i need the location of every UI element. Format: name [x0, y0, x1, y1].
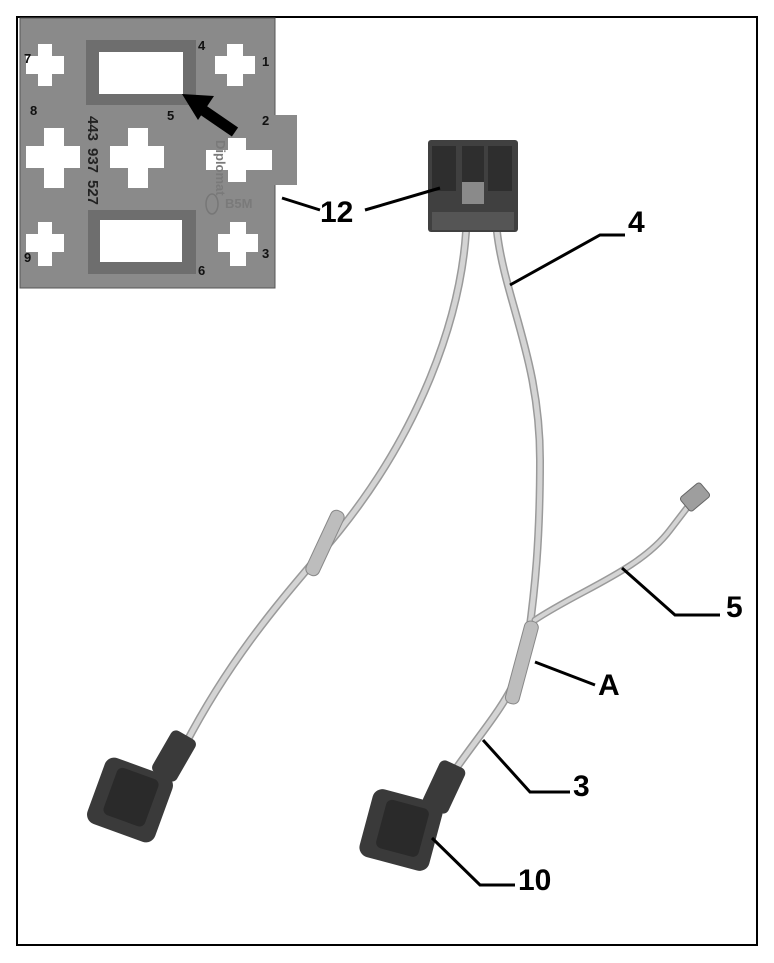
svg-text:937: 937 [84, 148, 101, 173]
part-number: 443 937 527 [84, 116, 101, 205]
terminal-plug [679, 482, 711, 512]
svg-text:527: 527 [84, 180, 101, 205]
lower-slot [100, 220, 182, 262]
plate-code: B5M [225, 196, 252, 211]
leader-4 [509, 233, 625, 287]
callout-3: 3 [573, 770, 590, 803]
leader-10 [430, 836, 515, 887]
pin-label-9: 9 [24, 250, 31, 265]
leader-12-connector [364, 186, 441, 212]
pin-label-2: 2 [262, 113, 269, 128]
pin-label-8: 8 [30, 103, 37, 118]
callout-a: A [598, 669, 620, 702]
pin-label-3: 3 [262, 246, 269, 261]
socket-2 [206, 138, 272, 182]
svg-text:443: 443 [84, 116, 101, 141]
pin-label-7: 7 [24, 51, 31, 66]
brand-logo-icon [205, 193, 219, 215]
leader-3 [481, 738, 570, 794]
wire-5 [531, 496, 697, 624]
pin-label-6: 6 [198, 263, 205, 278]
callout-10: 10 [518, 864, 551, 897]
leader-12-inset [281, 196, 321, 212]
splice-left [305, 509, 345, 577]
socket-9 [26, 222, 64, 266]
round-connector-left [87, 730, 196, 843]
relay-plate-inset: 1 2 3 4 5 6 7 8 9 443 937 527 Diplomat B… [19, 17, 297, 289]
callout-5: 5 [726, 591, 743, 624]
callout-12: 12 [320, 196, 353, 229]
callout-4: 4 [628, 206, 645, 239]
leader-5 [621, 566, 720, 617]
socket-3 [218, 222, 258, 266]
socket-7 [26, 44, 64, 86]
arrow-icon [182, 94, 239, 137]
brand-mark: Diplomat [213, 140, 228, 196]
leader-a [534, 660, 596, 687]
leader-lines [281, 186, 720, 887]
socket-8 [26, 128, 80, 188]
wire-left [181, 228, 470, 749]
pin-label-4: 4 [198, 38, 206, 53]
splice-a [504, 620, 539, 705]
svg-text:Diplomat: Diplomat [213, 140, 228, 196]
pin-label-1: 1 [262, 54, 269, 69]
harness-wires [181, 228, 697, 774]
upper-slot [99, 52, 183, 94]
socket-1 [215, 44, 255, 86]
pin-label-5: 5 [167, 108, 174, 123]
round-connector-10 [359, 760, 466, 871]
multi-pin-connector [428, 140, 518, 232]
socket-5 [110, 128, 164, 188]
